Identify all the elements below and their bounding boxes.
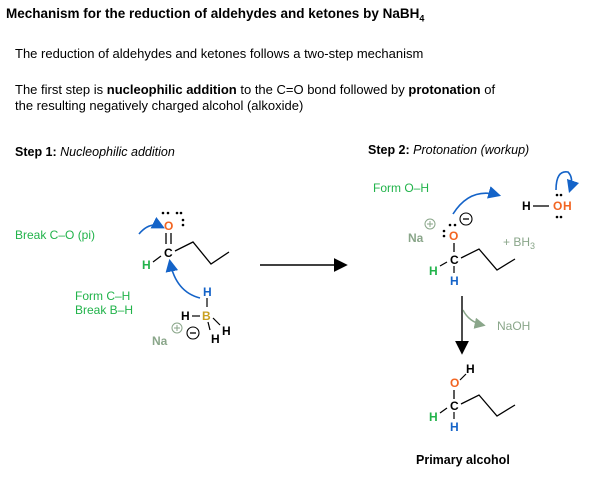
pi-bond-arrow — [138, 216, 165, 235]
product-hydrogen-blue: H — [450, 420, 459, 434]
boron-atom: B — [202, 309, 211, 323]
boron-hydrogen-left: H — [181, 309, 190, 323]
oxygen-atom: O — [164, 219, 173, 233]
product-carbon: C — [450, 399, 459, 413]
break-co-label: Break C–O (pi) — [15, 228, 95, 242]
water-oxygen: O — [553, 199, 562, 213]
bond-cleavage-arrow — [555, 171, 580, 194]
protonation-arrow — [452, 186, 502, 215]
alkoxide-hydrogen-blue: H — [450, 274, 459, 288]
aldehyde-hydrogen: H — [142, 258, 151, 272]
carbonyl-carbon: C — [164, 246, 173, 260]
c-h-bond — [152, 255, 162, 263]
oxygen-lone-pairs — [161, 211, 185, 227]
page-title: Mechanism for the reduction of aldehydes… — [6, 6, 425, 24]
alkoxide-hydrogen-green: H — [429, 264, 438, 278]
break-bh-label: Break B–H — [75, 303, 133, 317]
primary-alcohol-molecule: O H C H H — [429, 362, 516, 434]
form-oh-label: Form O–H — [373, 181, 429, 195]
boron-hydrogen-top: H — [203, 285, 212, 299]
step1-heading: Step 1: Nucleophilic addition — [15, 145, 175, 159]
sodium-counterion: Na — [408, 231, 424, 245]
product-label: Primary alcohol — [416, 453, 510, 467]
borohydride: H B H H H Na — [152, 285, 231, 348]
product-oxygen: O — [450, 376, 459, 390]
propyl-chain — [174, 241, 230, 265]
boron-hydrogen-right: H — [222, 324, 231, 338]
alkoxide-molecule: Na O C H H — [408, 212, 516, 288]
step2-heading: Step 2: Protonation (workup) — [368, 143, 530, 157]
alkoxide-carbon: C — [450, 253, 459, 267]
aldehyde-molecule: O C H — [142, 211, 230, 272]
form-ch-label: Form C–H — [75, 289, 130, 303]
water-molecule: H O H — [522, 193, 572, 219]
product-hydrogen-green: H — [429, 410, 438, 424]
product-chain — [460, 394, 516, 417]
water-hydrogen: H — [522, 199, 531, 213]
naoh-release-arrow — [462, 309, 486, 329]
alkoxide-oxygen: O — [449, 229, 458, 243]
intro-text: The reduction of aldehydes and ketones f… — [15, 46, 424, 61]
water-oh-hydrogen: H — [563, 199, 572, 213]
alkoxide-chain — [460, 248, 516, 271]
hydride-attack-arrow — [165, 258, 201, 299]
bh3-byproduct: + BH3 — [503, 235, 535, 251]
product-oh-hydrogen: H — [466, 362, 475, 376]
mechanism-description: The first step is nucleophilic addition … — [15, 82, 496, 113]
sodium-ion: Na — [152, 334, 168, 348]
naoh-label: NaOH — [497, 319, 530, 333]
boron-hydrogen-bottom: H — [211, 332, 220, 346]
